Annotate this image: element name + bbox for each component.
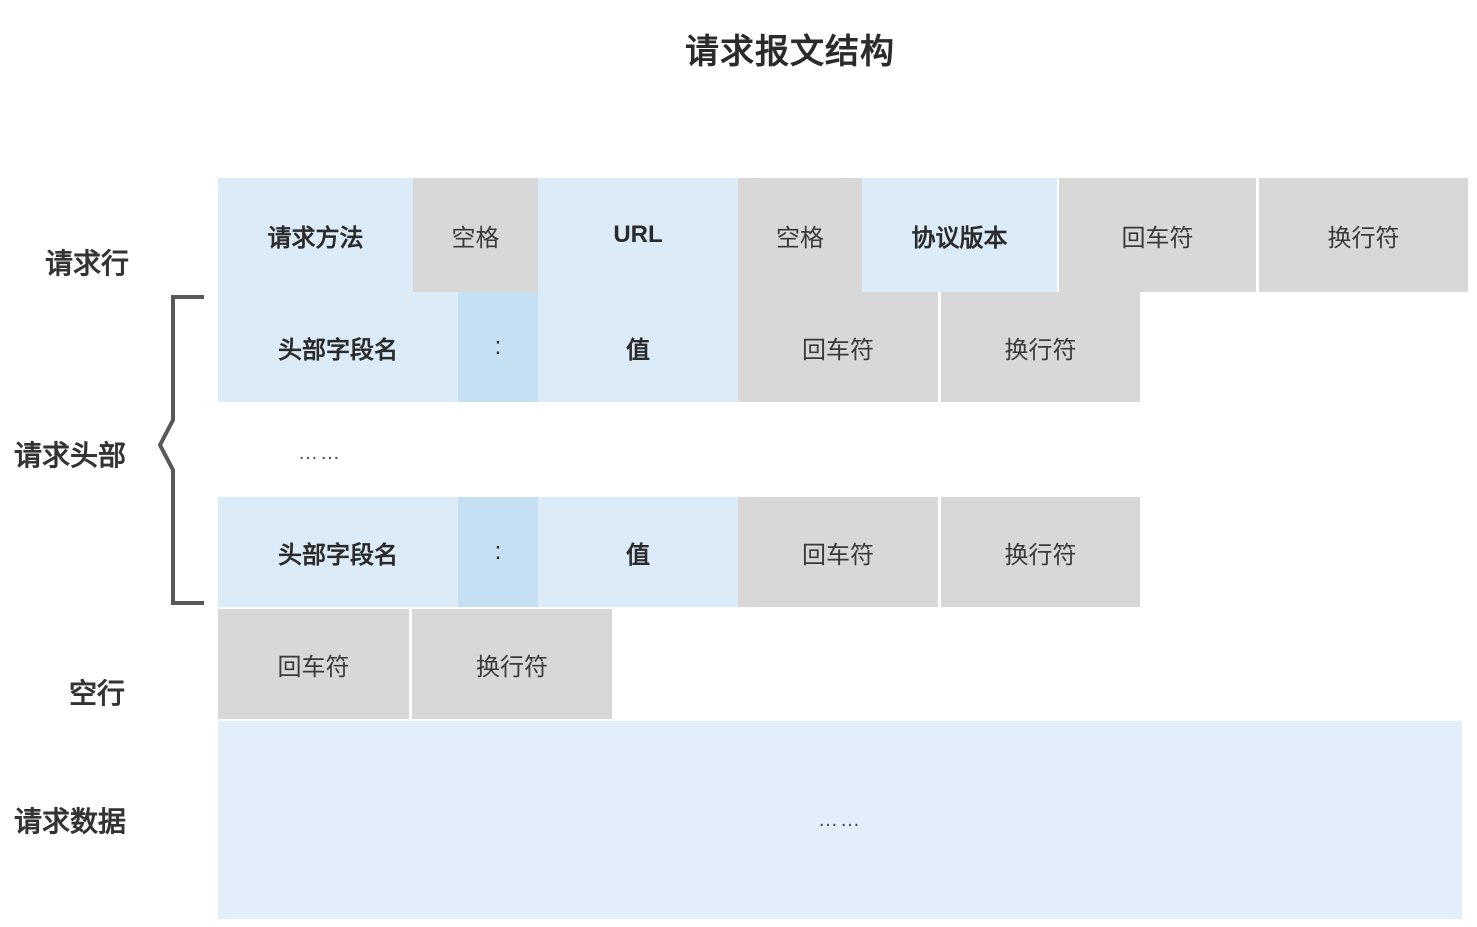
header-row-2: 头部字段名 : 值 回车符 换行符 [0, 497, 1477, 607]
header-rows-ellipsis: …… [298, 442, 342, 464]
cell-cr-header: 回车符 [738, 292, 938, 402]
cell-cr-header: 回车符 [738, 497, 938, 607]
cell-lf-request-line: 换行符 [1259, 178, 1468, 292]
label-request-data: 请求数据 [14, 806, 127, 837]
cell-protocol-version: 协议版本 [862, 178, 1057, 292]
cell-space-2: 空格 [738, 178, 862, 292]
empty-line-row: 回车符 换行符 [0, 609, 1477, 719]
header-row-1: 头部字段名 : 值 回车符 换行符 [0, 292, 1477, 402]
label-request-header: 请求头部 [14, 440, 127, 471]
cell-colon: : [458, 497, 538, 607]
label-empty-line: 空行 [69, 678, 126, 709]
label-request-line: 请求行 [45, 248, 130, 279]
cell-lf-header: 换行符 [941, 292, 1140, 402]
cell-header-field-name: 头部字段名 [218, 497, 458, 607]
cell-header-value: 值 [538, 497, 738, 607]
cell-request-method: 请求方法 [218, 178, 413, 292]
request-header-brace [157, 295, 204, 605]
request-data-block: …… [218, 721, 1462, 919]
cell-space-1: 空格 [413, 178, 538, 292]
request-data-ellipsis: …… [818, 808, 862, 831]
diagram-title: 请求报文结构 [685, 33, 895, 71]
cell-header-value: 值 [538, 292, 738, 402]
cell-colon: : [458, 292, 538, 402]
request-line-row: 请求方法 空格 URL 空格 协议版本 回车符 换行符 [0, 178, 1477, 292]
cell-header-field-name: 头部字段名 [218, 292, 458, 402]
cell-cr-request-line: 回车符 [1059, 178, 1256, 292]
cell-lf-empty-line: 换行符 [412, 609, 612, 719]
cell-cr-empty-line: 回车符 [218, 609, 409, 719]
cell-lf-header: 换行符 [941, 497, 1140, 607]
cell-url: URL [538, 178, 738, 292]
